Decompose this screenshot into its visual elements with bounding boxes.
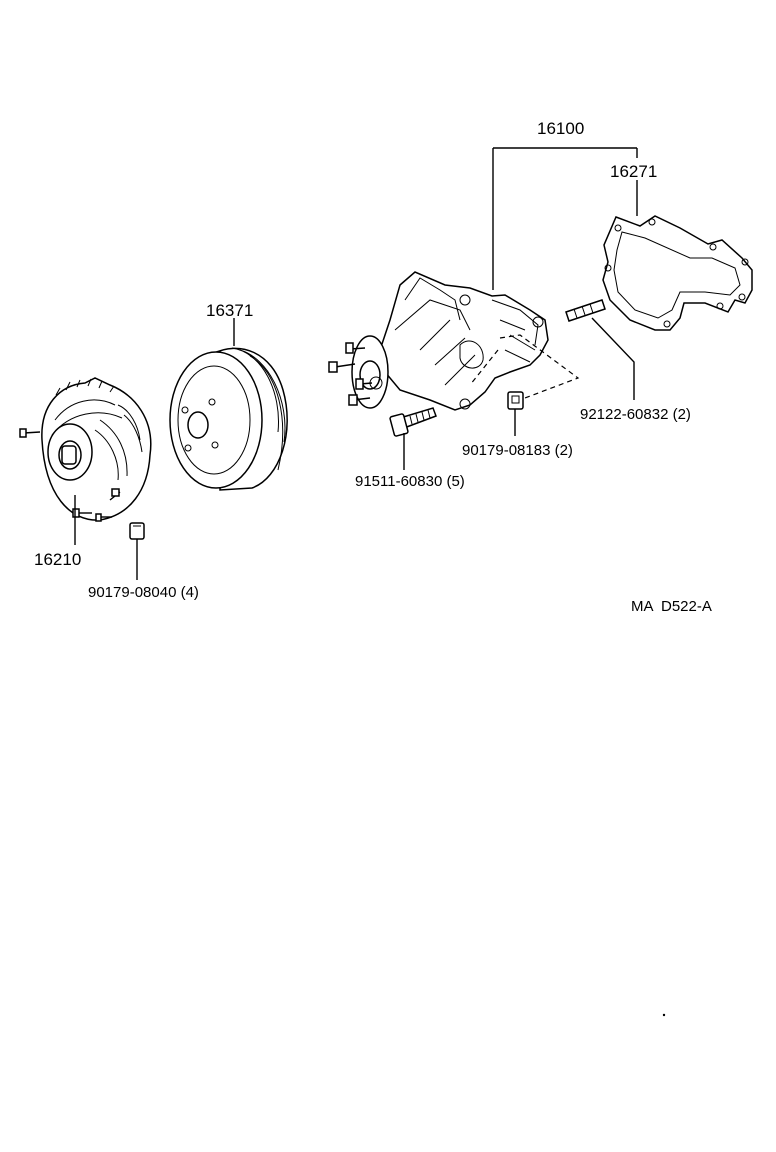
pulley-part bbox=[169, 318, 288, 491]
label-pulley: 16371 bbox=[206, 301, 253, 320]
nut-pump-part bbox=[507, 391, 524, 436]
assembly-dash-line-2 bbox=[469, 349, 499, 386]
label-nut-coupling: 90179-08040 (4) bbox=[88, 584, 199, 601]
drawing-code: MA D522-A bbox=[631, 598, 712, 615]
nut-coupling-part bbox=[129, 522, 145, 580]
fluid-coupling-part bbox=[19, 377, 152, 522]
label-stud: 92122-60832 (2) bbox=[580, 406, 691, 423]
bolt-pump-part bbox=[389, 407, 437, 470]
gasket-part bbox=[602, 215, 753, 331]
label-fluid-coupling: 16210 bbox=[34, 550, 81, 569]
water-pump-part bbox=[328, 271, 549, 411]
label-gasket: 16271 bbox=[610, 162, 657, 181]
label-water-pump-assy: 16100 bbox=[537, 119, 584, 138]
leader-16100 bbox=[492, 147, 638, 290]
label-nut-pump: 90179-08183 (2) bbox=[462, 442, 573, 459]
label-bolt-pump: 91511-60830 (5) bbox=[355, 473, 465, 490]
scan-dot bbox=[662, 1013, 666, 1017]
assembly-dash-line bbox=[499, 334, 580, 399]
stud-part bbox=[565, 299, 635, 400]
